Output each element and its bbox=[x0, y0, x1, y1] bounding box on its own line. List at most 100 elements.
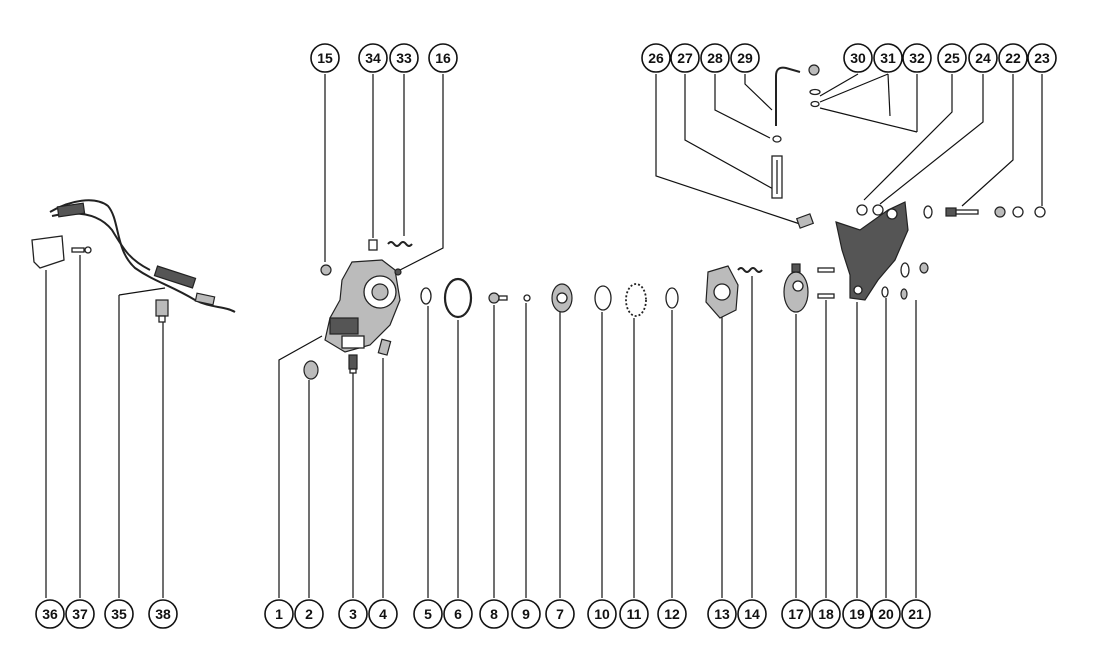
part-16-ball-icon bbox=[394, 268, 402, 276]
callout-6-label: 6 bbox=[454, 606, 462, 622]
part-23-nut-icon bbox=[994, 206, 1046, 218]
leader-31b bbox=[887, 73, 891, 117]
callout-24: 24 bbox=[968, 43, 998, 73]
callout-28-label: 28 bbox=[707, 50, 723, 66]
callouts-bottom-row: 36 37 35 38 1 2 3 4 5 6 8 9 7 10 11 12 1… bbox=[35, 599, 931, 629]
part-31-washer-icon bbox=[809, 88, 821, 96]
callout-18-label: 18 bbox=[818, 606, 834, 622]
callout-19-label: 19 bbox=[849, 606, 865, 622]
callout-11-label: 11 bbox=[627, 606, 642, 622]
callout-24-label: 24 bbox=[975, 50, 991, 66]
part-10-diaphragm-icon bbox=[594, 285, 612, 311]
part-9-ball-icon bbox=[523, 294, 531, 302]
callout-29-label: 29 bbox=[737, 50, 753, 66]
part-29-rod-icon bbox=[775, 66, 801, 126]
part-26-fitting-icon bbox=[795, 213, 815, 229]
callout-5-label: 5 bbox=[424, 606, 432, 622]
callout-3-label: 3 bbox=[349, 606, 357, 622]
callout-36: 36 bbox=[35, 599, 65, 629]
part-20b-washer-icon bbox=[881, 286, 889, 298]
callout-30-label: 30 bbox=[850, 50, 866, 66]
callout-7-label: 7 bbox=[556, 606, 564, 622]
callout-37: 37 bbox=[65, 599, 95, 629]
callout-13-label: 13 bbox=[714, 606, 730, 622]
part-6-gasket-icon bbox=[443, 277, 473, 319]
callout-17-label: 17 bbox=[788, 606, 804, 622]
part-32-washer-icon bbox=[810, 100, 820, 108]
callout-12: 12 bbox=[657, 599, 687, 629]
callout-9: 9 bbox=[511, 599, 541, 629]
callout-9-label: 9 bbox=[522, 606, 530, 622]
leader-lines bbox=[45, 73, 1043, 598]
callout-5: 5 bbox=[413, 599, 443, 629]
part-35-cable-icon bbox=[49, 199, 236, 313]
callout-23-label: 23 bbox=[1034, 50, 1050, 66]
leader-25 bbox=[863, 74, 953, 201]
part-13-cover-icon bbox=[705, 265, 739, 319]
part-30-knob-icon bbox=[808, 64, 820, 76]
callout-16-label: 16 bbox=[435, 50, 451, 66]
part-34-clip-icon bbox=[368, 239, 378, 251]
part-15-plug-icon bbox=[320, 264, 332, 276]
callout-10: 10 bbox=[587, 599, 617, 629]
part-18-pin-icon bbox=[817, 267, 835, 299]
callout-16: 16 bbox=[428, 43, 458, 73]
leader-27 bbox=[684, 74, 776, 191]
callout-33-label: 33 bbox=[396, 50, 412, 66]
callout-20-label: 20 bbox=[878, 606, 894, 622]
part-17-knob-icon bbox=[783, 263, 809, 313]
callout-26-label: 26 bbox=[648, 50, 664, 66]
callout-38: 38 bbox=[148, 599, 178, 629]
callout-33: 33 bbox=[389, 43, 419, 73]
part-36-bracket-icon bbox=[31, 235, 65, 269]
callout-11: 11 bbox=[619, 599, 649, 629]
part-28-clamp-icon bbox=[772, 135, 782, 143]
callout-15-label: 15 bbox=[317, 50, 333, 66]
callout-3: 3 bbox=[338, 599, 368, 629]
callout-27: 27 bbox=[670, 43, 700, 73]
callout-32: 32 bbox=[902, 43, 932, 73]
part-19-lever-bracket-icon bbox=[835, 201, 909, 301]
callout-28: 28 bbox=[700, 43, 730, 73]
callout-36-label: 36 bbox=[42, 606, 58, 622]
callout-13: 13 bbox=[707, 599, 737, 629]
callout-22: 22 bbox=[998, 43, 1028, 73]
callout-27-label: 27 bbox=[677, 50, 693, 66]
callout-38-label: 38 bbox=[155, 606, 171, 622]
leader-1 bbox=[278, 335, 323, 598]
part-25-nut-icon bbox=[856, 204, 868, 216]
leader-32b bbox=[819, 107, 918, 133]
parts bbox=[31, 64, 1046, 380]
part-11-gasket-icon bbox=[625, 283, 647, 317]
part-8-screw-icon bbox=[488, 292, 508, 304]
part-2-nut-icon bbox=[303, 360, 319, 380]
part-12-seal-icon bbox=[665, 287, 679, 309]
callout-15: 15 bbox=[310, 43, 340, 73]
part-27-tube-icon bbox=[771, 155, 783, 199]
callout-31: 31 bbox=[873, 43, 903, 73]
callout-21: 21 bbox=[901, 599, 931, 629]
callout-1: 1 bbox=[264, 599, 294, 629]
callout-23: 23 bbox=[1027, 43, 1057, 73]
leader-29 bbox=[744, 74, 773, 111]
callout-8-label: 8 bbox=[490, 606, 498, 622]
callout-18: 18 bbox=[811, 599, 841, 629]
part-3-screw-icon bbox=[348, 354, 358, 374]
part-21b-nut-icon bbox=[900, 288, 908, 300]
part-38-fitting-icon bbox=[155, 299, 169, 323]
callout-29: 29 bbox=[730, 43, 760, 73]
callout-35-label: 35 bbox=[111, 606, 127, 622]
part-20-washer-icon bbox=[900, 262, 910, 278]
callouts-top-row: 15 34 33 16 26 27 28 29 30 31 32 25 24 2… bbox=[310, 43, 1057, 73]
part-14-spring-icon bbox=[737, 267, 763, 273]
leader-35b bbox=[118, 287, 166, 296]
callout-25: 25 bbox=[937, 43, 967, 73]
callout-14: 14 bbox=[737, 599, 767, 629]
leader-24 bbox=[879, 74, 984, 205]
leader-22 bbox=[961, 74, 1014, 207]
callout-2: 2 bbox=[294, 599, 324, 629]
part-24-washer-icon bbox=[872, 204, 884, 216]
callout-34-label: 34 bbox=[365, 50, 381, 66]
callout-10-label: 10 bbox=[594, 606, 610, 622]
